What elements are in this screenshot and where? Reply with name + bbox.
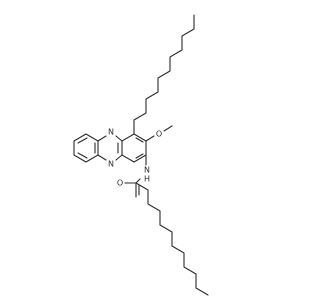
atom-label-n-amide: N <box>144 166 150 175</box>
substituted-ring <box>121 133 147 163</box>
atom-label-o-methoxy: O <box>156 130 162 139</box>
atom-label-n-top: N <box>108 128 114 137</box>
methoxy-group <box>145 125 173 142</box>
molecule-structure: N N O N H O <box>73 14 209 296</box>
amide-group <box>124 154 147 198</box>
lauroyl-chain <box>135 182 209 296</box>
pyrazine-ring <box>97 135 123 161</box>
dodecyl-chain <box>133 14 195 135</box>
atom-label-n-bottom: N <box>108 160 114 169</box>
atom-label-o-carbonyl: O <box>117 179 123 188</box>
atom-label-h-amide: H <box>144 175 150 184</box>
benzo-ring <box>73 133 99 163</box>
